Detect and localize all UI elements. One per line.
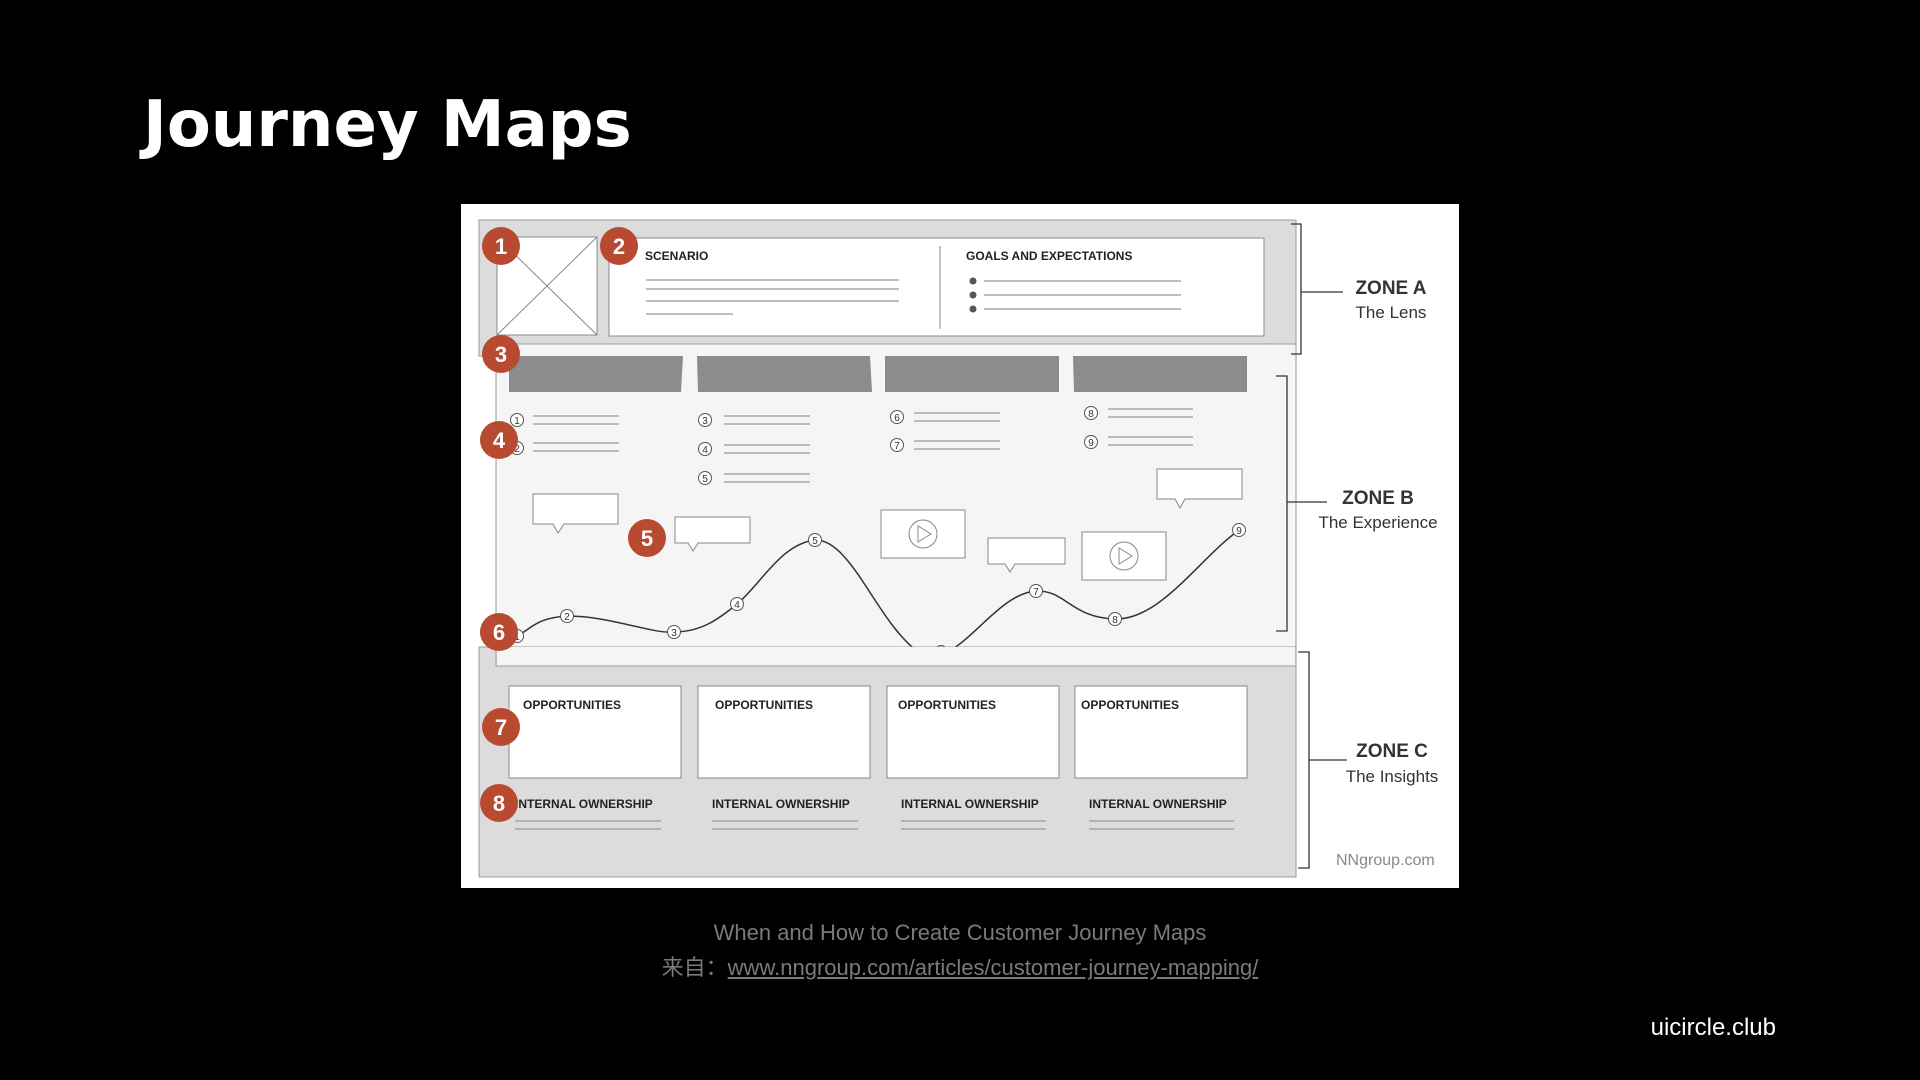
opportunity-boxes [508, 685, 1248, 779]
svg-text:3: 3 [671, 628, 677, 639]
svg-text:5: 5 [702, 474, 708, 485]
svg-text:OPPORTUNITIES: OPPORTUNITIES [715, 698, 813, 712]
marker-7: 7 [495, 715, 507, 740]
svg-text:9: 9 [1088, 438, 1094, 449]
marker-3: 3 [495, 342, 507, 367]
thought-bubbles [532, 468, 1243, 573]
nngroup-watermark: NNgroup.com [1336, 852, 1435, 869]
svg-text:OPPORTUNITIES: OPPORTUNITIES [523, 698, 621, 712]
zone-b-title: ZONE B [1342, 488, 1414, 509]
zone-c-title: ZONE C [1356, 741, 1428, 762]
marker-4: 4 [493, 428, 506, 453]
svg-text:8: 8 [1088, 409, 1094, 420]
footer-site: uicircle.club [1650, 1014, 1776, 1041]
journey-map-diagram: SCENARIO GOALS AND EXPECTATIONS [461, 204, 1459, 888]
curve-touchpoints: 1 2 3 4 5 6 7 8 9 [510, 523, 1246, 659]
scenario-goals-box [608, 237, 1265, 337]
ownership-labels: INTERNAL OWNERSHIP INTERNAL OWNERSHIP IN… [515, 797, 1227, 811]
video-placeholders [880, 509, 1167, 581]
svg-text:INTERNAL OWNERSHIP: INTERNAL OWNERSHIP [712, 797, 850, 811]
zone-b-subtitle: The Experience [1318, 513, 1437, 532]
opportunities-labels: OPPORTUNITIES OPPORTUNITIES OPPORTUNITIE… [523, 698, 1179, 712]
svg-text:3: 3 [702, 416, 708, 427]
scenario-label: SCENARIO [645, 249, 708, 263]
goals-bullets [969, 277, 977, 313]
marker-1: 1 [495, 234, 507, 259]
scenario-text-lines [646, 279, 899, 315]
action-lists [533, 408, 1193, 483]
zone-b-panel [495, 343, 1297, 667]
marker-5: 5 [641, 526, 653, 551]
svg-text:OPPORTUNITIES: OPPORTUNITIES [1081, 698, 1179, 712]
svg-text:5: 5 [812, 536, 818, 547]
svg-text:INTERNAL OWNERSHIP: INTERNAL OWNERSHIP [515, 797, 653, 811]
caption-prefix: 来自： [661, 955, 728, 980]
caption-source: 来自：www.nngroup.com/articles/customer-jou… [0, 950, 1920, 982]
svg-text:6: 6 [894, 413, 900, 424]
journey-map-svg: SCENARIO GOALS AND EXPECTATIONS [478, 219, 1438, 878]
svg-text:INTERNAL OWNERSHIP: INTERNAL OWNERSHIP [901, 797, 1039, 811]
svg-text:2: 2 [514, 444, 520, 455]
emotion-curve [516, 529, 1240, 657]
zone-brackets [1276, 223, 1347, 869]
svg-text:4: 4 [702, 445, 708, 456]
caption-title: When and How to Create Customer Journey … [713, 920, 1207, 945]
marker-8: 8 [493, 791, 505, 816]
svg-text:9: 9 [1236, 526, 1242, 537]
zone-a-subtitle: The Lens [1356, 303, 1427, 322]
phase-bands [509, 356, 1247, 392]
goals-label: GOALS AND EXPECTATIONS [966, 249, 1132, 263]
svg-text:8: 8 [1112, 615, 1118, 626]
zone-a-title: ZONE A [1355, 278, 1426, 299]
zone-c-subtitle: The Insights [1346, 767, 1439, 786]
slide-title: Journey Maps [143, 88, 632, 162]
svg-text:2: 2 [564, 612, 570, 623]
svg-text:1: 1 [514, 632, 520, 643]
numbered-markers: 1 2 3 4 5 6 7 8 [480, 227, 666, 822]
svg-text:7: 7 [894, 441, 900, 452]
svg-text:1: 1 [514, 416, 520, 427]
marker-6: 6 [493, 620, 505, 645]
zone-labels: ZONE A The Lens ZONE B The Experience ZO… [1318, 278, 1438, 786]
svg-text:4: 4 [734, 600, 740, 611]
svg-text:INTERNAL OWNERSHIP: INTERNAL OWNERSHIP [1089, 797, 1227, 811]
svg-text:7: 7 [1033, 587, 1039, 598]
ownership-lines [515, 820, 1234, 830]
marker-2: 2 [613, 234, 625, 259]
svg-text:OPPORTUNITIES: OPPORTUNITIES [898, 698, 996, 712]
source-link[interactable]: www.nngroup.com/articles/customer-journe… [727, 955, 1259, 980]
